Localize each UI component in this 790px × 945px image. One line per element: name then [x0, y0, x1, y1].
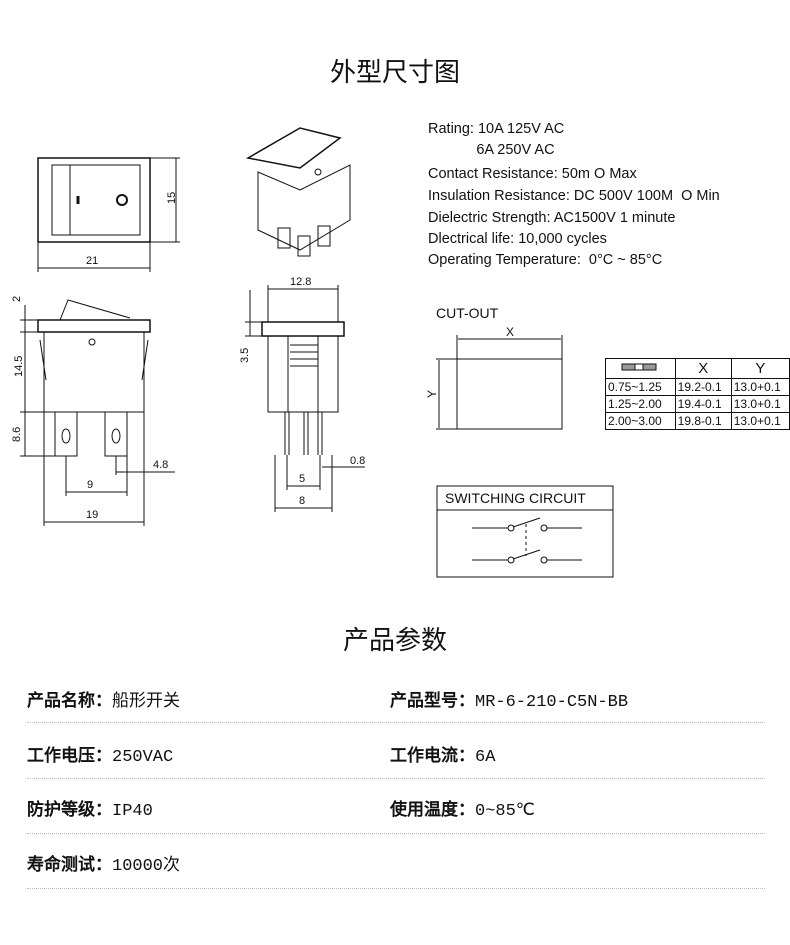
param-voltage: 工作电压：250VAC	[27, 741, 173, 767]
param-protection: 防护等级：IP40	[27, 795, 153, 821]
cell: 2.00~3.00	[605, 412, 676, 430]
dim-side-width: 19	[86, 509, 98, 521]
side-view-drawing	[20, 299, 175, 526]
divider	[27, 778, 765, 779]
dim-end-total: 8	[299, 495, 305, 507]
cell: 19.4-0.1	[674, 395, 732, 413]
dim-terminal-pitch: 9	[87, 479, 93, 491]
front-view-drawing	[37, 157, 180, 272]
param-product-name: 产品名称：船形开关	[27, 686, 180, 711]
cutout-title: CUT-OUT	[436, 305, 499, 321]
cutout-x-label: X	[506, 325, 514, 339]
cutout-y-label: Y	[425, 390, 439, 398]
param-life-test: 寿命测试：10000次	[27, 850, 180, 876]
cell: 13.0+0.1	[730, 412, 790, 430]
param-label: 产品名称：	[27, 691, 112, 711]
dim-side-height: 14.5	[13, 356, 25, 377]
dimension-drawings: 15 21 2 14.5 8.6 4.8 9 19	[11, 127, 614, 578]
param-temperature: 使用温度：0~85℃	[390, 795, 535, 821]
param-value: 6A	[475, 748, 496, 767]
param-label: 防护等级：	[27, 800, 112, 820]
divider	[27, 722, 765, 723]
spec-dielectric-strength: Dielectric Strength: AC1500V 1 minute	[428, 210, 676, 226]
param-value: 0~85℃	[475, 802, 535, 821]
param-label: 产品型号：	[390, 691, 475, 711]
params-title: 产品参数	[342, 626, 447, 656]
cell: 19.2-0.1	[674, 378, 732, 396]
col-y-header: Y	[730, 358, 790, 379]
spec-electrical-life: Dlectrical life: 10,000 cycles	[428, 231, 607, 247]
param-value: 船形开关	[112, 691, 180, 711]
dim-terminal-thickness: 0.8	[350, 455, 365, 467]
param-current: 工作电流：6A	[390, 741, 495, 767]
divider	[27, 888, 765, 889]
dim-front-height: 15	[166, 192, 178, 204]
spec-rating-2: 6A 250V AC	[428, 142, 555, 158]
dim-end-pitch: 5	[299, 473, 305, 485]
dim-terminal-width: 4.8	[153, 459, 168, 471]
cutout-drawing	[436, 335, 563, 430]
switch-3d-illustration	[245, 127, 351, 257]
panel-thickness-icon	[605, 358, 676, 379]
spec-contact-resistance: Contact Resistance: 50m O Max	[428, 166, 637, 182]
param-value: IP40	[112, 802, 153, 821]
cell: 0.75~1.25	[605, 378, 676, 396]
dim-side-top: 2	[11, 296, 23, 302]
spec-operating-temperature: Operating Temperature: 0°C ~ 85°C	[428, 252, 663, 268]
switching-circuit-title: SWITCHING CIRCUIT	[445, 490, 586, 506]
switching-circuit-diagram	[472, 517, 582, 564]
dim-end-height: 3.5	[239, 348, 251, 363]
switching-circuit-box	[436, 485, 614, 578]
dim-side-terminal: 8.6	[11, 427, 23, 442]
param-value: MR-6-210-C5N-BB	[475, 693, 629, 712]
cell: 13.0+0.1	[730, 378, 790, 396]
spec-rating: Rating: 10A 125V AC	[428, 121, 565, 137]
param-value: 250VAC	[112, 748, 174, 767]
outline-title: 外型尺寸图	[329, 58, 460, 88]
dim-front-width: 21	[86, 255, 98, 267]
param-label: 工作电压：	[27, 746, 112, 766]
col-x-header: X	[674, 358, 732, 379]
cell: 19.8-0.1	[674, 412, 732, 430]
cell: 1.25~2.00	[605, 395, 676, 413]
param-value: 10000次	[112, 857, 181, 876]
param-model: 产品型号：MR-6-210-C5N-BB	[390, 686, 628, 712]
spec-insulation-resistance: Insulation Resistance: DC 500V 100M O Mi…	[428, 188, 720, 204]
divider	[27, 833, 765, 834]
cell: 13.0+0.1	[730, 395, 790, 413]
end-view-drawing	[245, 285, 365, 512]
param-label: 寿命测试：	[27, 855, 112, 875]
param-label: 工作电流：	[390, 746, 475, 766]
param-label: 使用温度：	[390, 800, 475, 820]
dim-end-width: 12.8	[290, 276, 311, 288]
